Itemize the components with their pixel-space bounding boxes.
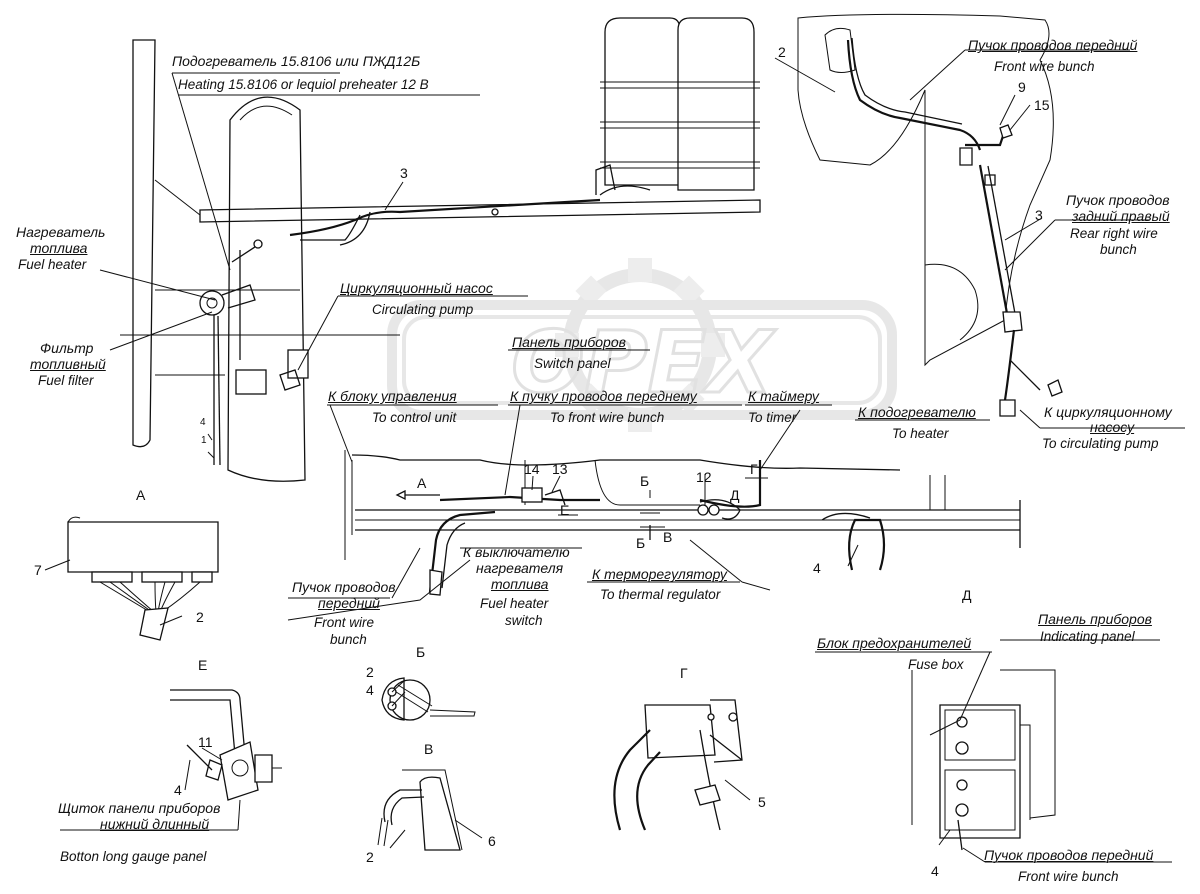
callout-9: 9 — [1018, 79, 1026, 95]
label-br-front-en: Front wire bunch — [1018, 869, 1119, 884]
label-fuel-switch-ru-3: топлива — [491, 576, 549, 592]
label-to-heater-ru: К подогревателю — [858, 404, 976, 420]
label-fuel-switch-ru-1: К выключателю — [463, 544, 570, 560]
view-e-connector — [67, 516, 219, 641]
label-timer-en: To timer — [748, 410, 797, 425]
callout-4-left: 4 — [200, 417, 206, 428]
watermark-logo: OPEX — [387, 258, 897, 432]
view-label-v: В — [424, 741, 434, 757]
callout-6: 6 — [488, 833, 496, 849]
label-control-unit-ru: К блоку управления — [328, 388, 457, 404]
callout-7: 7 — [34, 562, 42, 578]
view-label-a: А — [136, 487, 146, 503]
callout-13: 13 — [552, 461, 568, 477]
label-fuel-heater-ru-1: Нагреватель — [16, 224, 106, 240]
label-control-unit-en: To control unit — [372, 410, 457, 425]
view-label-b: Б — [416, 644, 426, 660]
view-label-e: Е — [198, 657, 208, 673]
label-tr-front-ru: Пучок проводов передний — [968, 37, 1138, 53]
view-g-detail — [613, 699, 743, 831]
label-front-bunch-to-ru: К пучку проводов переднему — [510, 388, 697, 404]
callout-1: 1 — [201, 435, 207, 446]
view-label-g: Г — [680, 665, 688, 681]
label-indicating-en: Indicating panel — [1040, 629, 1135, 644]
label-rear-right-en-1: Rear right wire — [1070, 226, 1158, 241]
callout-12: 12 — [696, 469, 712, 485]
callout-4-b: 4 — [366, 682, 374, 698]
label-front-bunch-ru-2: передний — [318, 595, 380, 611]
callout-11: 11 — [198, 734, 213, 750]
callout-2-a: 2 — [196, 609, 204, 625]
label-indicating-ru: Панель приборов — [1038, 611, 1152, 627]
label-preheater-en: Heating 15.8106 or lequiol preheater 12 … — [178, 77, 429, 92]
label-fuel-filter-en: Fuel filter — [38, 373, 94, 388]
label-to-pump-ru-1: К циркуляционному — [1044, 404, 1172, 420]
label-timer-ru: К таймеру — [748, 388, 819, 404]
label-fuel-switch-en-1: Fuel heater — [480, 596, 549, 611]
view-e-gauge-panel — [170, 689, 282, 801]
section-mark-b: Б — [640, 473, 650, 489]
label-tr-front-en: Front wire bunch — [994, 59, 1095, 74]
label-gauge-ru-2: нижний длинный — [100, 816, 210, 832]
label-fuel-filter-ru-1: Фильтр — [40, 340, 94, 356]
label-front-bunch-to-en: To front wire bunch — [550, 410, 665, 425]
label-gauge-en: Botton long gauge panel — [60, 849, 207, 864]
fuse-box-detail — [911, 669, 1056, 851]
section-mark-a: А — [417, 475, 427, 491]
label-fuel-switch-ru-2: нагревателя — [476, 560, 564, 576]
section-mark-v: В — [663, 529, 673, 545]
callout-4-e: 4 — [174, 782, 182, 798]
callout-3-tr: 3 — [1035, 207, 1043, 223]
section-mark-b-bottom: Б — [636, 535, 646, 551]
label-switch-panel-en: Switch panel — [534, 356, 611, 371]
frame-assembly — [344, 450, 1021, 596]
callout-2-b: 2 — [366, 664, 374, 680]
label-front-bunch-en-1: Front wire — [314, 615, 375, 630]
label-front-bunch-en-2: bunch — [330, 632, 367, 647]
label-to-heater-en: To heater — [892, 426, 949, 441]
label-br-front-ru: Пучок проводов передний — [984, 847, 1154, 863]
callout-4-br: 4 — [931, 863, 939, 879]
view-a-drawing — [120, 17, 761, 482]
label-thermo-ru: К терморегулятору — [592, 566, 727, 582]
label-switch-panel-ru: Панель приборов — [512, 334, 626, 350]
label-fuse-box-en: Fuse box — [908, 657, 964, 672]
label-to-pump-en: To circulating pump — [1042, 436, 1159, 451]
callout-15: 15 — [1034, 97, 1050, 113]
view-v-detail — [377, 769, 463, 851]
callout-2-v: 2 — [366, 849, 374, 865]
watermark-text: OPEX — [511, 313, 776, 413]
callout-4-mid: 4 — [813, 560, 821, 576]
callout-14: 14 — [524, 461, 540, 477]
label-rear-right-ru-1: Пучок проводов — [1066, 192, 1170, 208]
label-fuel-switch-en-2: switch — [505, 613, 543, 628]
section-mark-d: Д — [730, 487, 740, 503]
callout-2-tr: 2 — [778, 44, 786, 60]
label-fuel-filter-ru-2: топливный — [30, 356, 106, 372]
label-front-bunch-ru-1: Пучок проводов — [292, 579, 396, 595]
section-mark-g: Г — [750, 461, 758, 477]
label-rear-right-ru-2: задний правый — [1072, 208, 1170, 224]
label-rear-right-en-2: bunch — [1100, 242, 1137, 257]
label-thermo-en: To thermal regulator — [600, 587, 721, 602]
label-preheater-ru: Подогреватель 15.8106 или ПЖД12Б — [172, 53, 421, 69]
callout-3-top: 3 — [400, 165, 408, 181]
label-gauge-ru-1: Щиток панели приборов — [58, 800, 221, 816]
label-circ-pump-en: Circulating pump — [372, 302, 474, 317]
label-fuel-heater-ru-2: топлива — [30, 240, 88, 256]
view-b-detail — [381, 677, 476, 721]
callout-5: 5 — [758, 794, 766, 810]
view-d-drawing — [797, 13, 1063, 417]
label-to-pump-ru-2: насосу — [1090, 419, 1135, 435]
label-fuel-heater-en: Fuel heater — [18, 257, 87, 272]
label-circ-pump-ru: Циркуляционный насос — [340, 280, 493, 296]
label-fuse-box-ru: Блок предохранителей — [817, 635, 972, 651]
section-mark-e: Е — [560, 502, 570, 518]
leader-lines — [44, 49, 1185, 863]
view-label-d: Д — [962, 587, 972, 603]
